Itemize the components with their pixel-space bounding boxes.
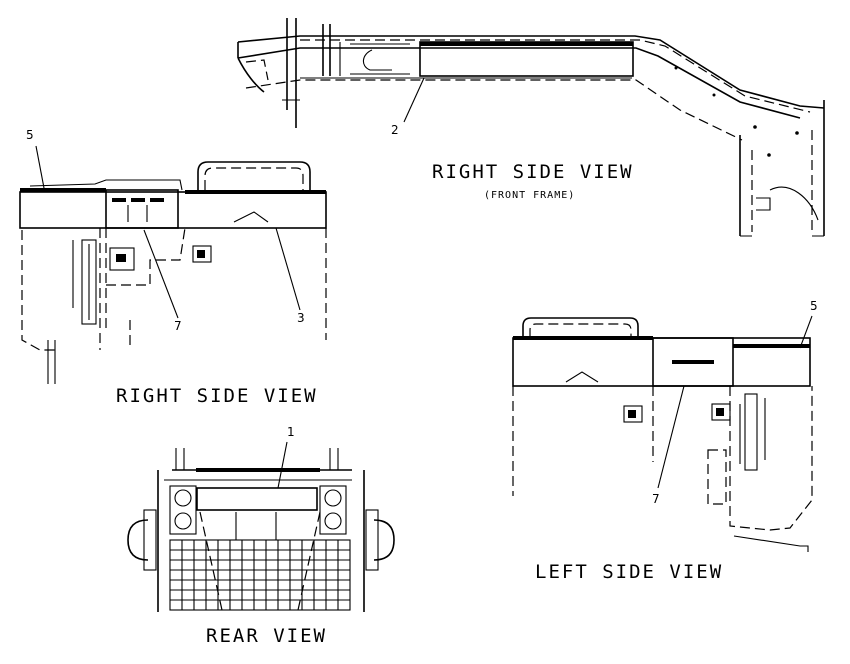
front-frame-view-title: RIGHT SIDE VIEW xyxy=(432,161,634,183)
callout-1-rear: 1 xyxy=(287,425,295,439)
right-side-view-title: RIGHT SIDE VIEW xyxy=(116,385,318,407)
callout-5-right: 5 xyxy=(26,128,34,142)
left-side-view-title: LEFT SIDE VIEW xyxy=(535,561,723,583)
front-frame-drawing: 2 xyxy=(237,18,825,237)
callout-7-right: 7 xyxy=(174,319,182,333)
callout-2: 2 xyxy=(391,123,399,137)
right-side-drawing: 5 7 3 xyxy=(19,128,327,384)
callout-7-left: 7 xyxy=(652,492,660,506)
callout-5-left: 5 xyxy=(810,299,818,313)
rear-drawing: 1 xyxy=(127,425,395,612)
rear-view-title: REAR VIEW xyxy=(206,625,327,647)
left-side-drawing: 5 7 xyxy=(512,299,818,552)
callout-3-right: 3 xyxy=(297,311,305,325)
front-frame-view-subtitle: (FRONT FRAME) xyxy=(484,190,575,201)
